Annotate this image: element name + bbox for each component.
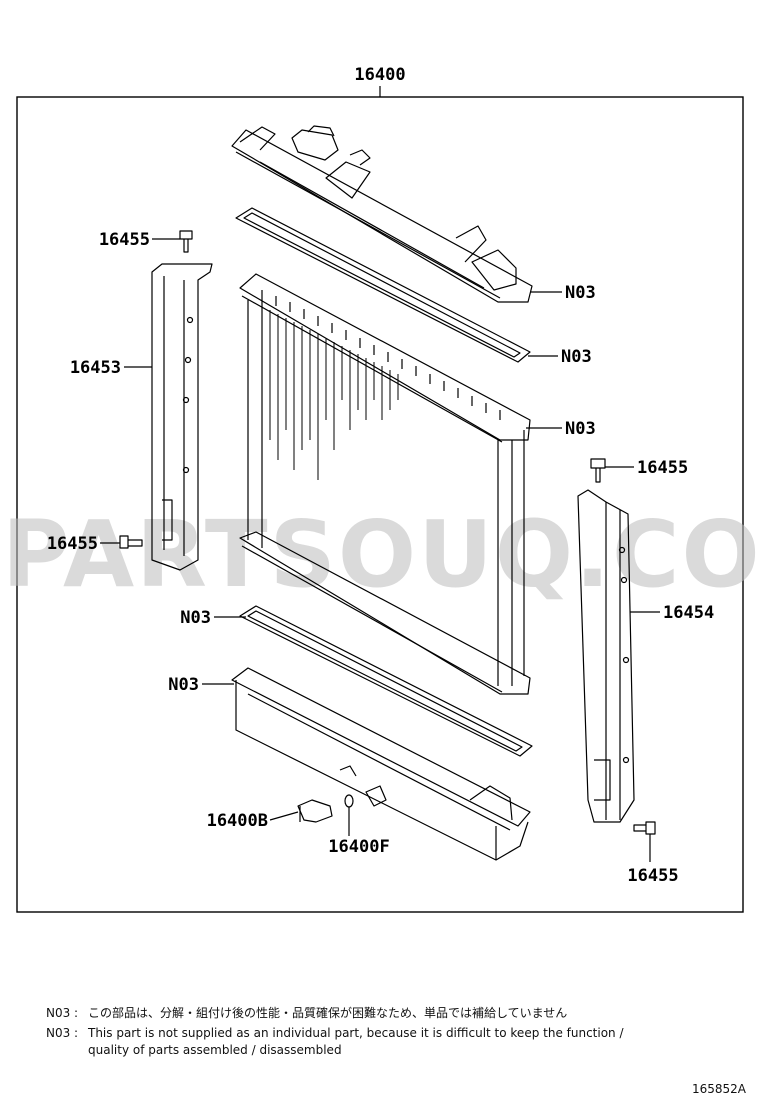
lower-gasket <box>239 605 533 757</box>
note-en: N03 : This part is not supplied as an ind… <box>46 1026 624 1040</box>
callout-n03-core: N03 <box>565 419 596 439</box>
callout-support-right: 16454 <box>663 603 714 623</box>
diagram-id: 165852A <box>691 1082 746 1096</box>
bolt-top-right <box>590 458 606 483</box>
callout-n03-upper-gasket: N03 <box>561 347 592 367</box>
drain-oring <box>344 794 354 808</box>
callout-n03-lower-gasket: N03 <box>180 608 211 628</box>
callout-drain-cock: 16400B <box>207 811 268 831</box>
watermark: PARTSOUQ.COM <box>2 501 760 608</box>
note-jp-code: N03 : <box>46 1006 79 1020</box>
note-en-text-line1: This part is not supplied as an individu… <box>88 1026 624 1040</box>
bolt-mid-left <box>119 535 143 549</box>
right-support <box>577 489 635 823</box>
note-jp: N03 : この部品は、分解・組付け後の性能・品質確保が困難なため、単品では補給し… <box>46 1004 567 1021</box>
callout-support-left: 16453 <box>70 358 121 378</box>
upper-gasket <box>235 207 531 363</box>
callout-n03-lower-tank: N03 <box>168 675 199 695</box>
bolt-bottom-right <box>633 821 656 835</box>
assembly-label: 16400 <box>354 65 405 85</box>
note-en-text-line2: quality of parts assembled / disassemble… <box>88 1043 342 1057</box>
note-jp-text: この部品は、分解・組付け後の性能・品質確保が困難なため、単品では補給していません <box>88 1006 568 1020</box>
core-fins <box>269 310 399 480</box>
radiator-exploded-diagram: 16400 PARTSOUQ.COM <box>2 65 760 913</box>
drain-boss <box>365 785 387 807</box>
callout-bolt-mid-left: 16455 <box>47 534 98 554</box>
leader-drain-cock <box>269 811 299 821</box>
drain-cock <box>297 799 333 823</box>
note-en-line2: quality of parts assembled / disassemble… <box>88 1043 342 1057</box>
radiator-core <box>239 273 531 695</box>
callout-bolt-bottom-right: 16455 <box>627 866 678 886</box>
note-en-code: N03 : <box>46 1026 79 1040</box>
callout-drain-oring: 16400F <box>328 837 389 857</box>
callout-bolt-top-left: 16455 <box>99 230 150 250</box>
callout-bolt-top-right: 16455 <box>637 458 688 478</box>
upper-tank <box>231 125 533 303</box>
left-support <box>151 263 213 571</box>
callout-n03-upper-tank: N03 <box>565 283 596 303</box>
lower-tank <box>231 667 531 861</box>
bolt-top-left <box>179 230 193 253</box>
